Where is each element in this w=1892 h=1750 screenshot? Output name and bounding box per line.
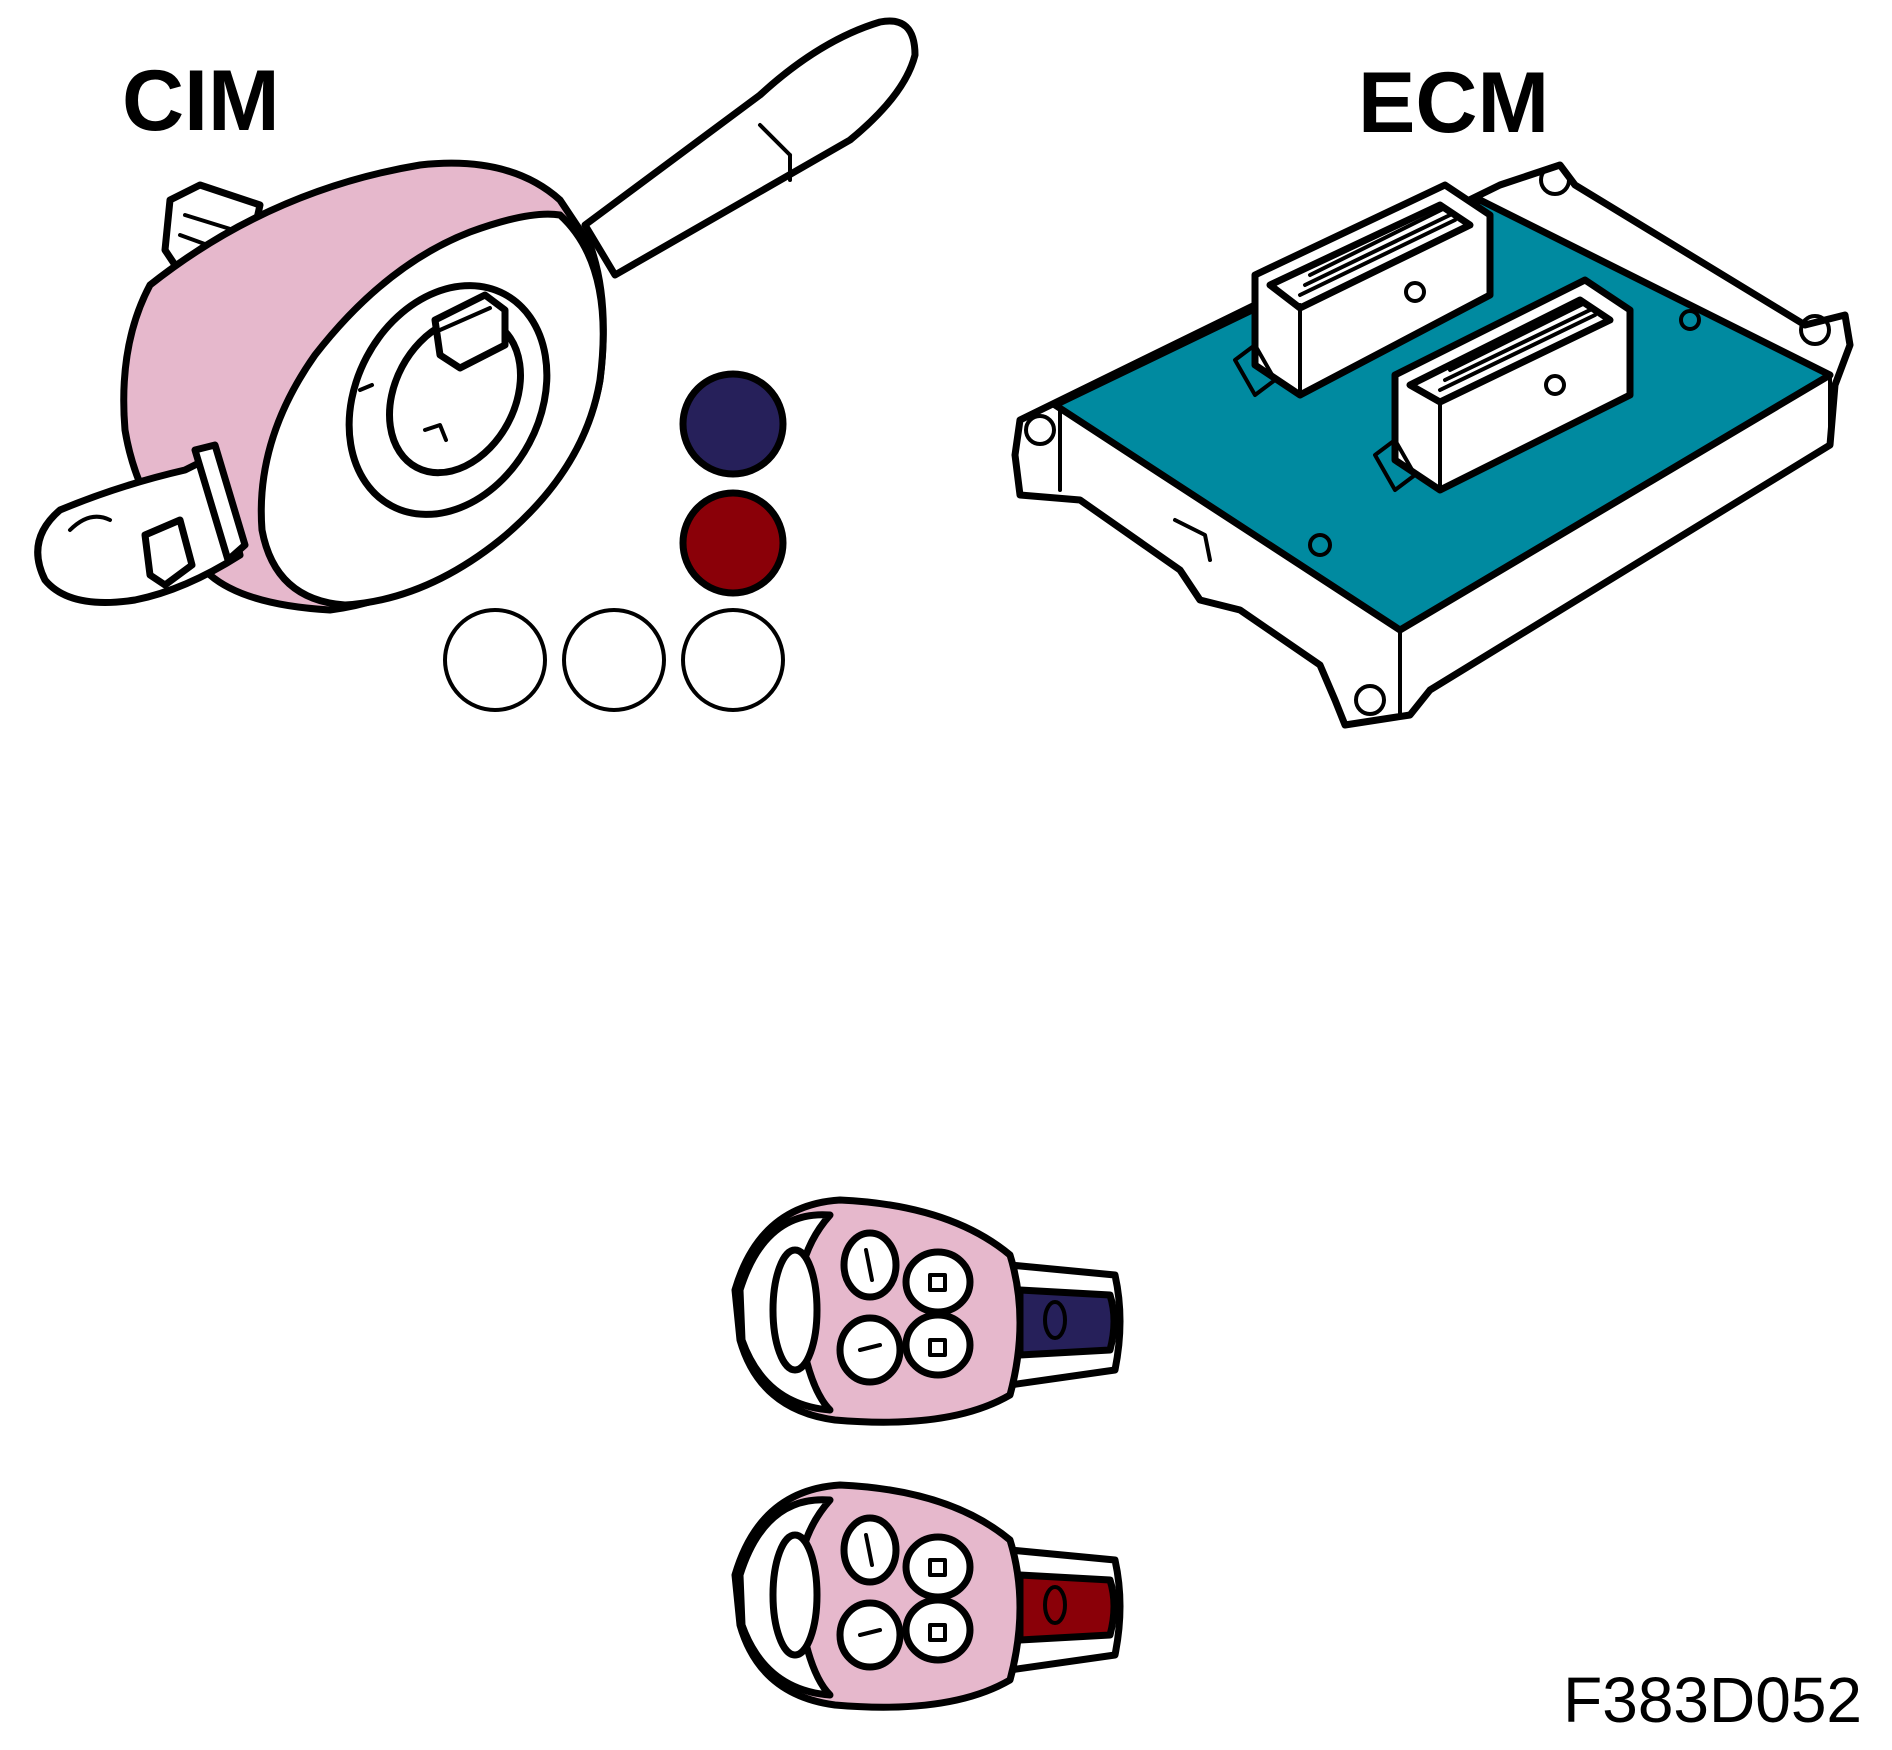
marker-empty-3 xyxy=(681,608,785,712)
ecm-case-edges xyxy=(1058,373,1832,717)
cim-stalk-lever xyxy=(581,17,919,279)
key-red-button-unlock xyxy=(902,1596,974,1664)
cim-lever-highlight xyxy=(68,514,112,532)
ecm-label: ECM xyxy=(1358,55,1549,151)
key-blue-band-slot xyxy=(1043,1300,1067,1340)
key-red-band xyxy=(1016,1571,1118,1644)
key-red-button-trunk xyxy=(836,1599,904,1671)
key-blue-band xyxy=(1016,1286,1118,1359)
ecm-case-notch xyxy=(1173,518,1212,562)
ecm-mount-hole-4 xyxy=(1354,684,1386,716)
figure-code: F383D052 xyxy=(1563,1664,1862,1736)
ecm-connector-2-latch xyxy=(1373,398,1442,492)
key-blue-button-lock xyxy=(902,1248,974,1316)
cim-bore-pin xyxy=(423,423,448,442)
cim-stalk-detail xyxy=(758,123,792,182)
key-blue-end-slot xyxy=(769,1246,821,1374)
key-blue-button-icons xyxy=(858,1248,947,1357)
ecm-board-screw xyxy=(1308,533,1332,557)
marker-group xyxy=(443,370,787,712)
ecm-module xyxy=(1011,161,1854,729)
marker-empty-2 xyxy=(562,608,666,712)
ecm-mount-hole-3 xyxy=(1799,314,1831,346)
ecm-board-screw-2 xyxy=(1679,309,1701,331)
key-red xyxy=(731,1481,1124,1711)
cim-module xyxy=(34,17,919,614)
marker-empty-1 xyxy=(443,608,547,712)
marker-blue xyxy=(679,370,787,478)
ecm-connector-1-latch xyxy=(1233,303,1302,397)
cim-bore-tab xyxy=(358,383,374,392)
ecm-mount-hole-1 xyxy=(1024,414,1056,446)
key-red-button-icons xyxy=(858,1533,947,1642)
ecm-connector-1-pins xyxy=(1298,206,1457,297)
ecm-connector-2-screw xyxy=(1544,374,1566,396)
key-red-band-slot xyxy=(1043,1585,1067,1625)
cim-plug-edge xyxy=(438,306,492,332)
cim-lever-collar xyxy=(191,441,249,564)
cim-plug xyxy=(431,291,509,372)
key-blue-button-trunk xyxy=(836,1314,904,1386)
marker-red xyxy=(679,489,787,597)
cim-lever-knob xyxy=(141,516,196,589)
key-red-button-lock xyxy=(902,1533,974,1601)
key-blue xyxy=(731,1196,1124,1426)
key-red-end-slot xyxy=(769,1531,821,1659)
key-blue-button-unlock xyxy=(902,1311,974,1379)
cim-label: CIM xyxy=(122,53,280,149)
ecm-connector-1-screw xyxy=(1404,281,1426,303)
ecm-connector-2-pins xyxy=(1438,301,1597,392)
ecm-mount-hole-2 xyxy=(1539,164,1571,196)
